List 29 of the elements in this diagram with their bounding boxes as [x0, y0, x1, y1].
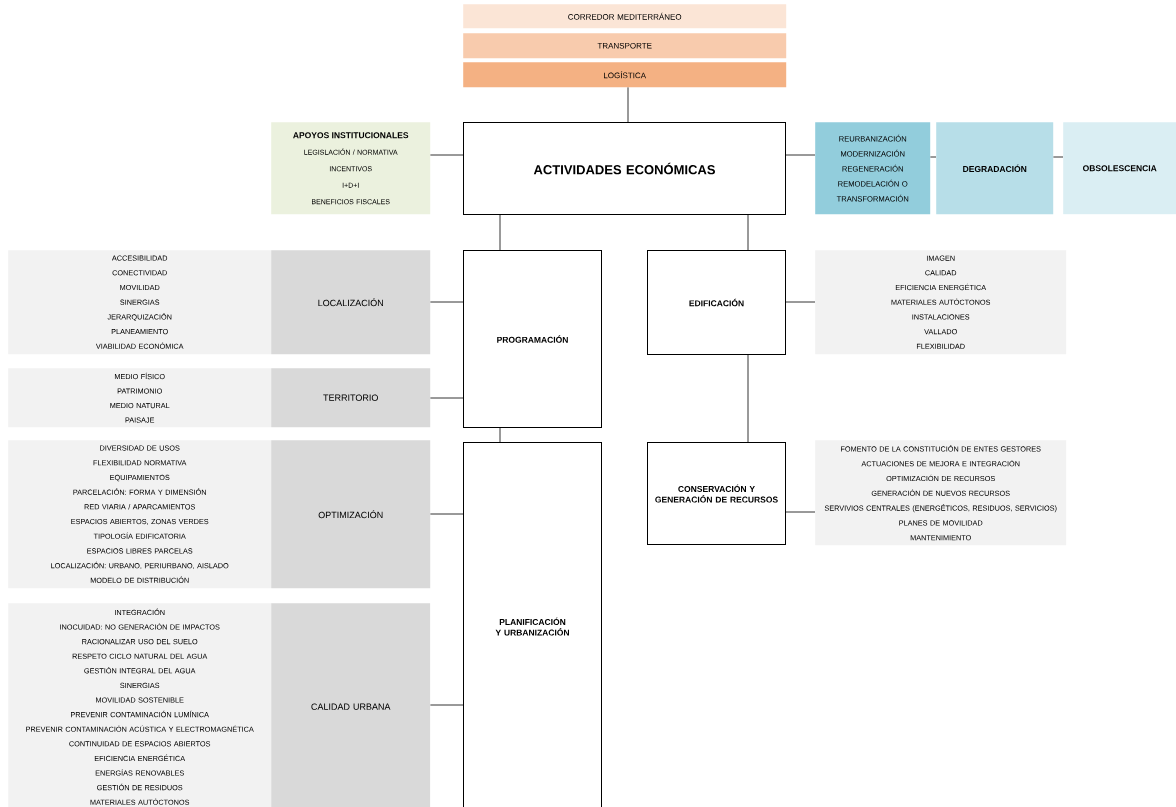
connector-line: [627, 87, 629, 123]
state-box: OBSOLESCENCIA: [1063, 122, 1176, 215]
process-box: PLANIFICACIÓN Y URBANIZACIÓN: [463, 442, 602, 807]
process-box: EDIFICACIÓN: [647, 250, 786, 355]
state-box: DEGRADACIÓN: [936, 122, 1054, 215]
connector-line: [499, 427, 501, 443]
connector-line: [1053, 156, 1064, 158]
main-box: ACTIVIDADES ECONÓMICAS: [463, 122, 786, 215]
connector-line: [930, 156, 937, 158]
connector-line: [785, 154, 816, 156]
connector-line: [785, 511, 816, 513]
category-box: LOCALIZACIÓN: [271, 250, 431, 355]
connector-line: [430, 301, 464, 303]
category-box: TERRITORIO: [271, 368, 431, 428]
process-box: PROGRAMACIÓN: [463, 250, 602, 428]
connector-line: [785, 301, 816, 303]
connector-line: [430, 154, 464, 156]
connector-line: [747, 214, 749, 251]
connector-line: [430, 513, 464, 515]
connector-line: [430, 704, 464, 706]
connector-line: [430, 397, 464, 399]
band-box: TRANSPORTE: [463, 33, 787, 59]
process-box: CONSERVACIÓN Y GENERACIÓN DE RECURSOS: [647, 442, 786, 545]
connector-line: [747, 354, 749, 443]
category-box: OPTIMIZACIÓN: [271, 440, 431, 589]
category-box: CALIDAD URBANA: [271, 603, 431, 807]
band-box: CORREDOR MEDITERRÁNEO: [463, 4, 787, 29]
band-box: LOGÍSTICA: [463, 62, 787, 88]
connector-line: [499, 214, 501, 251]
